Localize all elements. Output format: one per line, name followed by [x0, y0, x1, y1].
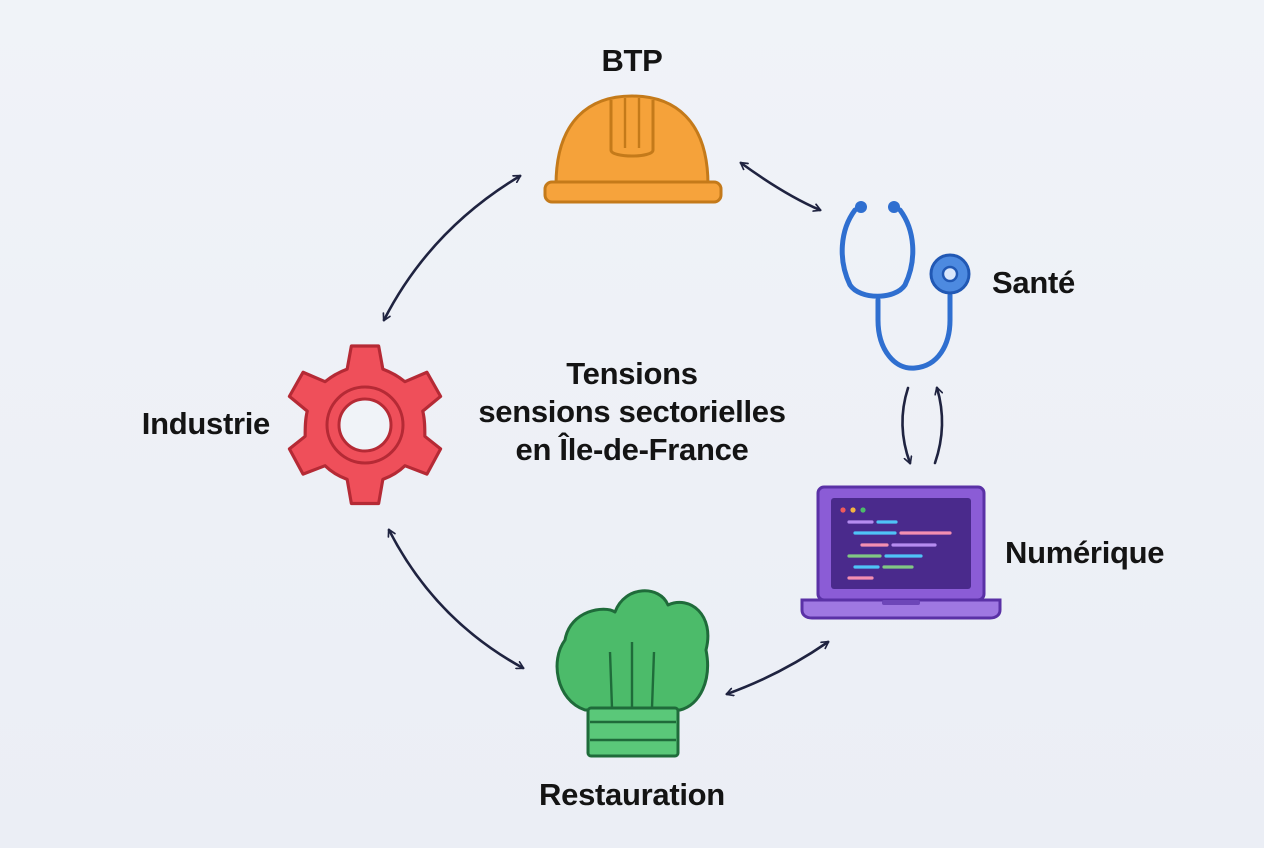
label-numerique: Numérique	[1005, 535, 1165, 570]
center-title-line-1: Tensions	[566, 356, 698, 391]
chef-hat-icon	[555, 589, 710, 758]
stethoscope-icon	[839, 201, 971, 371]
arrow-btp-industrie	[384, 174, 520, 320]
arrow-btp-sante	[741, 161, 820, 210]
label-btp: BTP	[601, 43, 663, 78]
label-sante: Santé	[992, 265, 1075, 300]
arrow-sante-numerique-up	[933, 388, 944, 465]
gear-icon	[287, 344, 443, 506]
arrows	[384, 161, 944, 694]
arrow-sante-numerique-down	[901, 386, 910, 463]
hard-hat-icon	[543, 94, 723, 204]
center-title-line-2: sensions sectorielles	[478, 394, 786, 429]
center-title-line-3: en Île-de-France	[515, 432, 749, 467]
center-title: Tensions sensions sectorielles en Île-de…	[478, 355, 786, 469]
laptop-code-icon	[800, 485, 1002, 620]
arrow-industrie-restauration	[389, 530, 523, 670]
arrow-numerique-restauration	[727, 640, 828, 694]
label-industrie: Industrie	[141, 406, 271, 441]
label-restauration: Restauration	[539, 777, 725, 812]
